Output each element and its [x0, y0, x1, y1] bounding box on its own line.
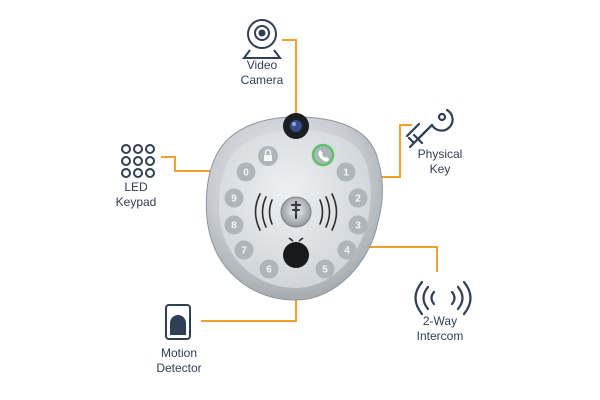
- keypad-key-4[interactable]: [337, 240, 357, 260]
- keypad-icon-dot: [145, 144, 155, 154]
- keyhole-slot: [290, 200, 302, 220]
- keypad-key-3[interactable]: [348, 215, 368, 235]
- smart-lock-device: 0 9 8 7 6 1 2 3 4 5: [205, 113, 383, 301]
- camera-glint: [292, 122, 296, 126]
- keypad-key-label: 0: [243, 168, 249, 179]
- keypad-key-6[interactable]: [259, 259, 279, 279]
- keypad-icon-dot: [121, 144, 131, 154]
- callout-label-led-keypad: LED Keypad: [110, 180, 162, 210]
- callout-line: Intercom: [416, 329, 464, 343]
- keypad-key-label: 9: [231, 194, 237, 205]
- keypad-left-column: 0 9 8 7 6: [224, 162, 279, 279]
- callout-line: LED: [124, 180, 148, 194]
- keypad-key-label: 7: [241, 246, 247, 257]
- callout-line: Keypad: [115, 195, 157, 209]
- leader-line-video-camera: [282, 39, 297, 116]
- keypad-icon: [121, 144, 155, 178]
- keypad-key-label: 6: [266, 265, 272, 276]
- motion-sensor-indicator: [288, 237, 304, 242]
- keypad-key-label: 1: [343, 168, 349, 179]
- keypad-key-label: 5: [322, 265, 328, 276]
- keypad-key-1[interactable]: [336, 162, 356, 182]
- speaker-grille-right: [319, 193, 338, 231]
- camera-lens: [290, 120, 302, 132]
- phone-key-button[interactable]: [311, 143, 335, 167]
- callout-line: Motion: [160, 346, 198, 360]
- callout-label-2-way-intercom: 2-Way Intercom: [410, 314, 470, 344]
- motion-sensor-icon: [165, 304, 191, 340]
- keypad-right-column: 1 2 3 4 5: [315, 162, 368, 279]
- callout-line: Video: [246, 58, 278, 72]
- callout-line: 2-Way: [422, 314, 458, 328]
- keypad-key-2[interactable]: [348, 188, 368, 208]
- keypad-icon-dot: [133, 168, 143, 178]
- keypad-icon-dot: [121, 156, 131, 166]
- callout-line: Camera: [240, 73, 284, 87]
- callout-label-motion-detector: Motion Detector: [148, 346, 210, 376]
- keypad-key-label: 8: [231, 221, 237, 232]
- motion-sensor-lens: [283, 242, 309, 268]
- lock-icon: [264, 149, 272, 161]
- callout-line: Physical: [417, 147, 463, 161]
- keypad-icon-dot: [133, 144, 143, 154]
- webcam-icon: [242, 19, 282, 59]
- leader-line-led-keypad: [161, 156, 232, 172]
- keypad-key-label: 4: [344, 246, 350, 257]
- keypad-key-8[interactable]: [224, 215, 244, 235]
- keypad-icon-dot: [145, 156, 155, 166]
- keypad-key-5[interactable]: [315, 259, 335, 279]
- speaker-grille-left: [254, 193, 273, 231]
- keypad-key-0[interactable]: [236, 162, 256, 182]
- keypad-icon-dot: [133, 156, 143, 166]
- keypad-icon-dot: [145, 168, 155, 178]
- keypad-key-9[interactable]: [224, 188, 244, 208]
- keypad-key-label: 3: [355, 221, 361, 232]
- keypad-key-label: 2: [355, 194, 361, 205]
- phone-icon: [318, 150, 329, 162]
- keypad-key-7[interactable]: [234, 240, 254, 260]
- callout-line: Key: [429, 162, 451, 176]
- callout-line: Detector: [156, 361, 202, 375]
- callout-label-video-camera: Video Camera: [232, 58, 292, 88]
- key-icon: [405, 108, 454, 149]
- keypad-icon-dot: [121, 168, 131, 178]
- callout-label-physical-key: Physical Key: [406, 147, 474, 177]
- sound-waves-icon: [414, 280, 472, 316]
